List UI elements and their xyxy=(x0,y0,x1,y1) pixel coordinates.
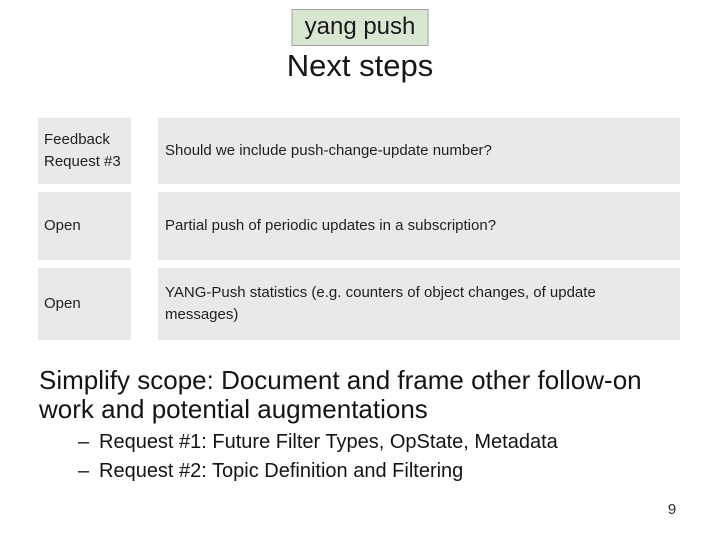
bullet-text: Request #1: Future Filter Types, OpState… xyxy=(99,431,558,453)
table-cell-text: Open xyxy=(44,295,81,312)
table-cell-text: YANG-Push statistics (e.g. counters of o… xyxy=(165,284,596,323)
scope-line-2: work and potential augmentations xyxy=(39,394,428,424)
table-cell-text: Feedback Request #3 xyxy=(44,131,121,170)
scope-statement: Simplify scope: Document and frame other… xyxy=(39,366,689,424)
scope-line-1: Simplify scope: Document and frame other… xyxy=(39,365,642,395)
table-cell-text: Partial push of periodic updates in a su… xyxy=(165,217,497,234)
slide-tag-label: yang push xyxy=(304,13,416,40)
request-bullet-list: – Request #1: Future Filter Types, OpSta… xyxy=(78,428,558,486)
table-cell-text: Should we include push-change-update num… xyxy=(165,142,492,159)
table-row-3-description: YANG-Push statistics (e.g. counters of o… xyxy=(158,268,680,340)
table-row-3-label: Open xyxy=(38,268,131,340)
table-row-1-label: Feedback Request #3 xyxy=(38,118,131,184)
slide-tag-box: yang push xyxy=(291,9,429,46)
bullet-dash-marker: – xyxy=(78,431,90,453)
page-number: 9 xyxy=(667,501,677,518)
table-row-1-description: Should we include push-change-update num… xyxy=(158,118,680,184)
table-row-2-description: Partial push of periodic updates in a su… xyxy=(158,192,680,260)
bullet-dash-marker: – xyxy=(78,460,90,482)
bullet-item-request-2: – Request #2: Topic Definition and Filte… xyxy=(78,457,558,486)
table-cell-text: Open xyxy=(44,217,81,234)
slide-title: Next steps xyxy=(286,48,434,83)
bullet-text: Request #2: Topic Definition and Filteri… xyxy=(99,460,464,482)
bullet-item-request-1: – Request #1: Future Filter Types, OpSta… xyxy=(78,428,558,457)
table-row-2-label: Open xyxy=(38,192,131,260)
status-table: Feedback Request #3 Should we include pu… xyxy=(38,118,680,340)
